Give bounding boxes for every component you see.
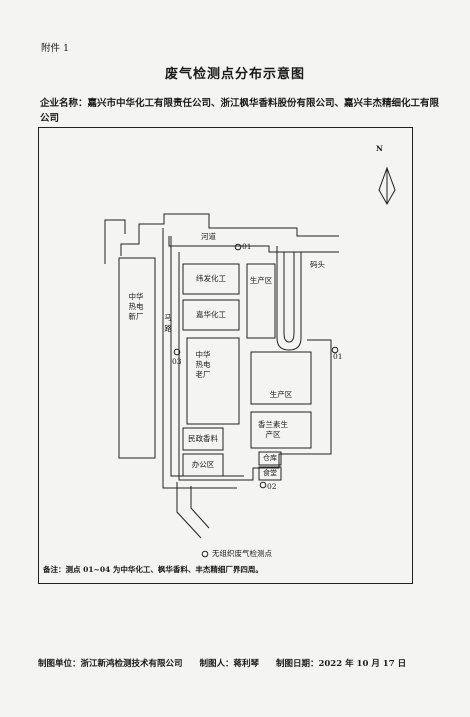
building-prod1 [246, 263, 276, 339]
building-jiahua [182, 299, 240, 331]
note: 备注：测点 01~04 为中华化工、枫华香料、丰杰精细厂界四周。 [43, 565, 263, 574]
map-drawing [104, 166, 396, 558]
footer: 制图单位：浙江新鸿检测技术有限公司 制图人：蒋利琴 制图日期：2022 年 10… [38, 657, 438, 669]
north-label: N [376, 144, 383, 153]
point-03-label: 03 [172, 357, 182, 366]
attachment-label: 附件 1 [41, 43, 70, 54]
road-ma-label: 马路 [164, 313, 172, 333]
weifa-label: 纬发化工 [196, 274, 226, 283]
building-xianglan [250, 411, 312, 449]
xianglan-label: 香兰素生产区 [258, 420, 288, 439]
warehouse-label: 仓库 [263, 454, 277, 462]
building-office [182, 453, 224, 477]
footer-person: 制图人：蒋利琴 [199, 659, 259, 669]
point-02-label: 02 [267, 482, 277, 491]
building-canteen [258, 466, 282, 481]
prod2-label: 生产区 [269, 390, 293, 399]
monitor-point-02 [259, 481, 267, 489]
jiahua-label: 嘉华化工 [196, 310, 226, 319]
page-title: 废气检测点分布示意图 [164, 67, 305, 82]
monitor-point-03 [173, 348, 181, 356]
office-label: 办公区 [191, 460, 215, 469]
footer-maker: 制图单位：浙江新鸿检测技术有限公司 [38, 659, 183, 669]
point-01-top-label: 01 [242, 242, 252, 251]
monitor-point-01-top [234, 243, 242, 251]
plant-old-label: 中华热电老厂 [195, 350, 211, 379]
legend-circle-icon [201, 550, 209, 558]
building-old-plant [186, 337, 240, 425]
building-prod2 [250, 351, 312, 405]
prod1-label: 生产区 [249, 276, 273, 285]
map-frame: N 河道 码头 马路 中华热电新厂 中华热电老厂 纬发化工 嘉华化工 民政香料 … [38, 127, 413, 584]
canteen-label: 食堂 [263, 469, 277, 477]
plant-left-label: 中华热电新厂 [128, 292, 144, 321]
company-names: 企业名称：嘉兴市中华化工有限责任公司、浙江枫华香料股份有限公司、嘉兴丰杰精细化工… [40, 98, 440, 124]
monitor-point-01-east [331, 346, 339, 354]
legend-label: 无组织废气检测点 [212, 549, 272, 558]
building-minzheng [182, 427, 224, 451]
footer-date: 制图日期：2022 年 10 月 17 日 [275, 659, 407, 669]
building-weifa [182, 263, 240, 295]
point-01-east-label: 01 [333, 352, 343, 361]
building-warehouse [258, 451, 282, 466]
ferry-label: 码头 [310, 260, 325, 269]
road-label: 河道 [201, 232, 216, 241]
minzheng-label: 民政香料 [188, 434, 218, 443]
